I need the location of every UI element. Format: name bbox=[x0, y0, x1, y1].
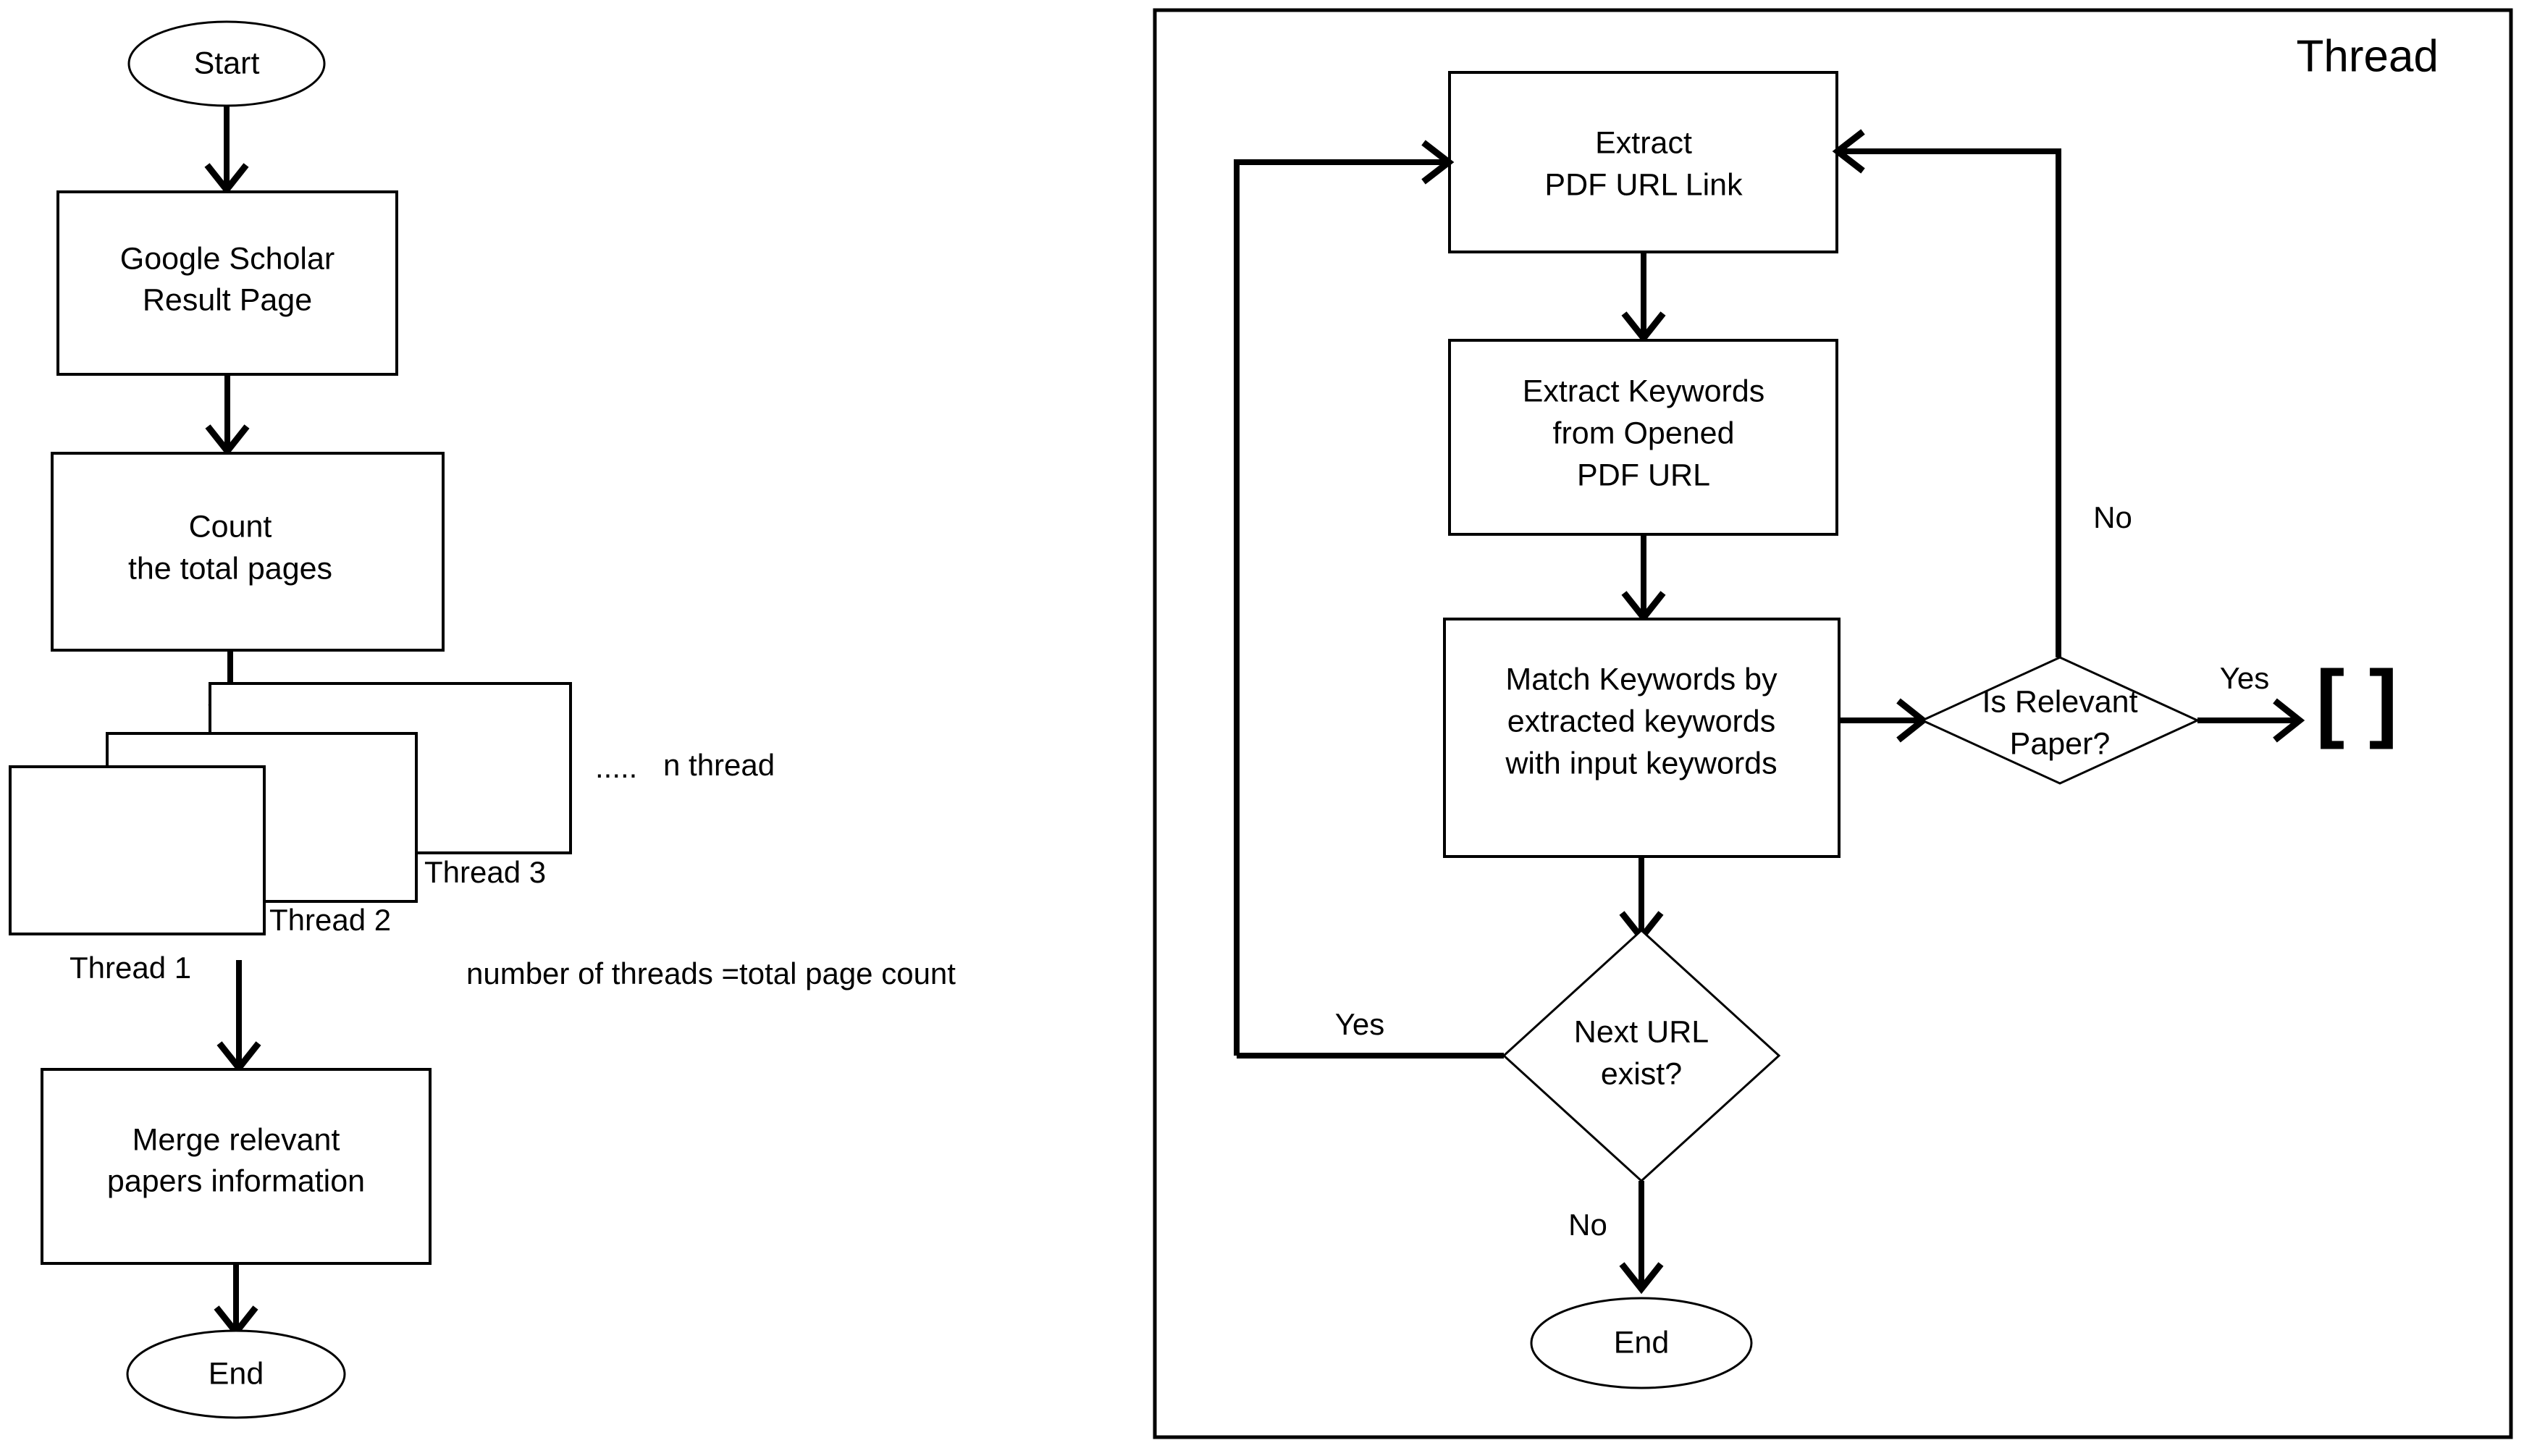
is-relevant-no-label: No bbox=[2093, 500, 2132, 534]
edge-merge-to-end bbox=[214, 1263, 258, 1338]
is-relevant-diamond bbox=[1919, 656, 2200, 785]
node-google-scholar-result-page[interactable]: Google Scholar Result Page bbox=[56, 190, 398, 376]
extract-keywords-line3: PDF URL bbox=[1577, 458, 1710, 492]
edge-extract-url-to-extract-keywords bbox=[1621, 252, 1666, 344]
threads-count-note: number of threads =total page count bbox=[466, 956, 956, 990]
is-relevant-yes-label: Yes bbox=[2220, 661, 2270, 695]
edge-match-to-is-relevant bbox=[1839, 698, 1929, 743]
extract-pdf-url-box bbox=[1448, 71, 1838, 253]
extract-keywords-box bbox=[1448, 339, 1838, 536]
thread-ellipsis-label: ..... bbox=[595, 750, 637, 784]
end-ellipse-main bbox=[126, 1329, 346, 1419]
end-label-main: End bbox=[209, 1356, 264, 1391]
thread-panel-title: Thread bbox=[2297, 31, 2439, 81]
merge-papers-line2: papers information bbox=[107, 1163, 365, 1198]
extract-pdf-url-line2: PDF URL Link bbox=[1544, 167, 1743, 202]
match-keywords-line2: extracted keywords bbox=[1507, 704, 1775, 738]
is-relevant-line2: Paper? bbox=[2010, 726, 2111, 761]
match-keywords-line1: Match Keywords by bbox=[1505, 662, 1778, 697]
edge-next-url-yes-loopback bbox=[1234, 140, 1455, 1056]
thread-3-label: Thread 3 bbox=[424, 855, 546, 889]
node-extract-keywords[interactable]: Extract Keywords from Opened PDF URL bbox=[1448, 339, 1838, 536]
edge-start-to-scholar bbox=[204, 106, 249, 195]
match-keywords-box bbox=[1443, 618, 1841, 858]
node-end-main[interactable]: End bbox=[126, 1329, 346, 1419]
end-label-thread: End bbox=[1614, 1325, 1670, 1360]
node-start[interactable]: Start bbox=[127, 20, 326, 107]
extract-keywords-line1: Extract Keywords bbox=[1523, 374, 1765, 408]
merge-papers-box bbox=[41, 1068, 432, 1265]
node-extract-pdf-url-link[interactable]: Extract PDF URL Link bbox=[1448, 71, 1838, 253]
n-thread-annotation: ..... n thread bbox=[595, 748, 775, 784]
end-ellipse-thread bbox=[1530, 1297, 1753, 1389]
node-match-keywords[interactable]: Match Keywords by extracted keywords wit… bbox=[1443, 618, 1841, 858]
node-count-total-pages[interactable]: Count the total pages bbox=[51, 452, 445, 652]
is-relevant-line1: Is Relevant bbox=[1982, 684, 2137, 719]
thread-1-label: Thread 1 bbox=[70, 951, 191, 985]
next-url-yes-label: Yes bbox=[1335, 1007, 1385, 1041]
edge-scholar-to-count bbox=[205, 374, 250, 457]
google-scholar-box bbox=[56, 190, 398, 376]
next-url-no-label: No bbox=[1568, 1208, 1607, 1242]
node-end-thread[interactable]: End bbox=[1530, 1297, 1753, 1389]
thread-stack: Thread 3 Thread 2 Thread 1 bbox=[9, 682, 572, 985]
n-thread-label: n thread bbox=[663, 748, 775, 782]
merge-papers-line1: Merge relevant bbox=[132, 1122, 340, 1157]
next-url-line2: exist? bbox=[1601, 1056, 1682, 1091]
edge-match-to-next-url bbox=[1619, 857, 1664, 943]
node-merge-relevant-papers[interactable]: Merge relevant papers information bbox=[41, 1068, 432, 1265]
result-array-symbol: [ ] bbox=[2315, 653, 2397, 750]
edge-threads-to-merge bbox=[216, 960, 261, 1074]
edge-next-url-no-to-end bbox=[1619, 1181, 1664, 1295]
edge-extract-keywords-to-match bbox=[1621, 534, 1666, 623]
decision-next-url-exist[interactable]: Next URL exist? bbox=[1502, 928, 1781, 1183]
thread-2-label: Thread 2 bbox=[269, 903, 391, 937]
count-pages-line1: Count bbox=[189, 509, 272, 544]
thread-panel-border bbox=[1153, 8, 2513, 1439]
google-scholar-line2: Result Page bbox=[143, 282, 312, 317]
count-pages-box bbox=[51, 452, 445, 652]
thread-1-box[interactable] bbox=[9, 765, 266, 935]
edge-is-relevant-yes-to-result bbox=[2197, 698, 2305, 743]
extract-pdf-url-line1: Extract bbox=[1595, 125, 1692, 160]
next-url-diamond bbox=[1502, 928, 1781, 1183]
extract-keywords-line2: from Opened bbox=[1553, 416, 1735, 450]
decision-is-relevant-paper[interactable]: Is Relevant Paper? bbox=[1919, 656, 2200, 785]
match-keywords-line3: with input keywords bbox=[1505, 746, 1777, 780]
next-url-line1: Next URL bbox=[1574, 1014, 1709, 1049]
count-pages-line2: the total pages bbox=[128, 551, 332, 586]
google-scholar-line1: Google Scholar bbox=[120, 241, 335, 276]
start-label: Start bbox=[194, 46, 260, 80]
edge-is-relevant-no-loopback bbox=[1832, 129, 2061, 657]
